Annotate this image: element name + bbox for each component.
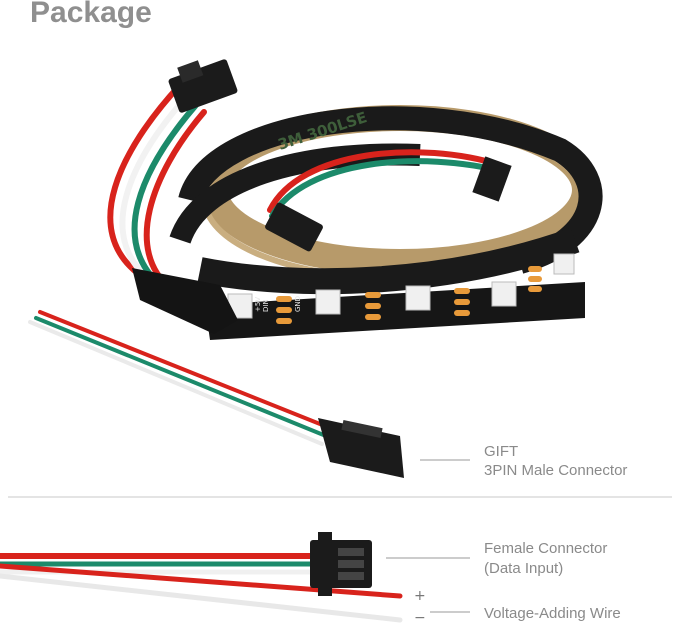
led-chip xyxy=(405,285,431,311)
female-wires xyxy=(0,553,403,623)
gift-wires xyxy=(28,310,332,446)
female-connector-sub-label: (Data Input) xyxy=(484,560,564,577)
gift-label: GIFT xyxy=(484,443,519,460)
led-strip-coil xyxy=(169,106,603,340)
strip-end-cap xyxy=(472,156,512,202)
pad-label: +5V xyxy=(254,297,262,312)
strip-connector-top xyxy=(168,59,238,113)
gift-sub-label: 3PIN Male Connector xyxy=(484,462,628,479)
lead-wires-top xyxy=(107,82,508,291)
led-chip xyxy=(315,289,341,315)
page-title: Package xyxy=(30,0,152,29)
plus-sign: + xyxy=(414,588,426,604)
heat-shrink xyxy=(132,268,238,334)
voltage-wire-label: Voltage-Adding Wire xyxy=(484,605,621,622)
led-chip xyxy=(491,281,517,307)
pad-label-group: +5V DIN GND xyxy=(254,296,302,312)
minus-sign: − xyxy=(414,610,426,626)
female-connector-label: Female Connector xyxy=(484,540,608,557)
pad-label: GND xyxy=(294,296,302,312)
strip-connector-inner xyxy=(265,202,323,252)
led-chip xyxy=(553,253,575,275)
pad-label: DIN xyxy=(262,299,270,312)
gift-male-connector xyxy=(318,418,404,478)
female-connector xyxy=(310,532,372,596)
